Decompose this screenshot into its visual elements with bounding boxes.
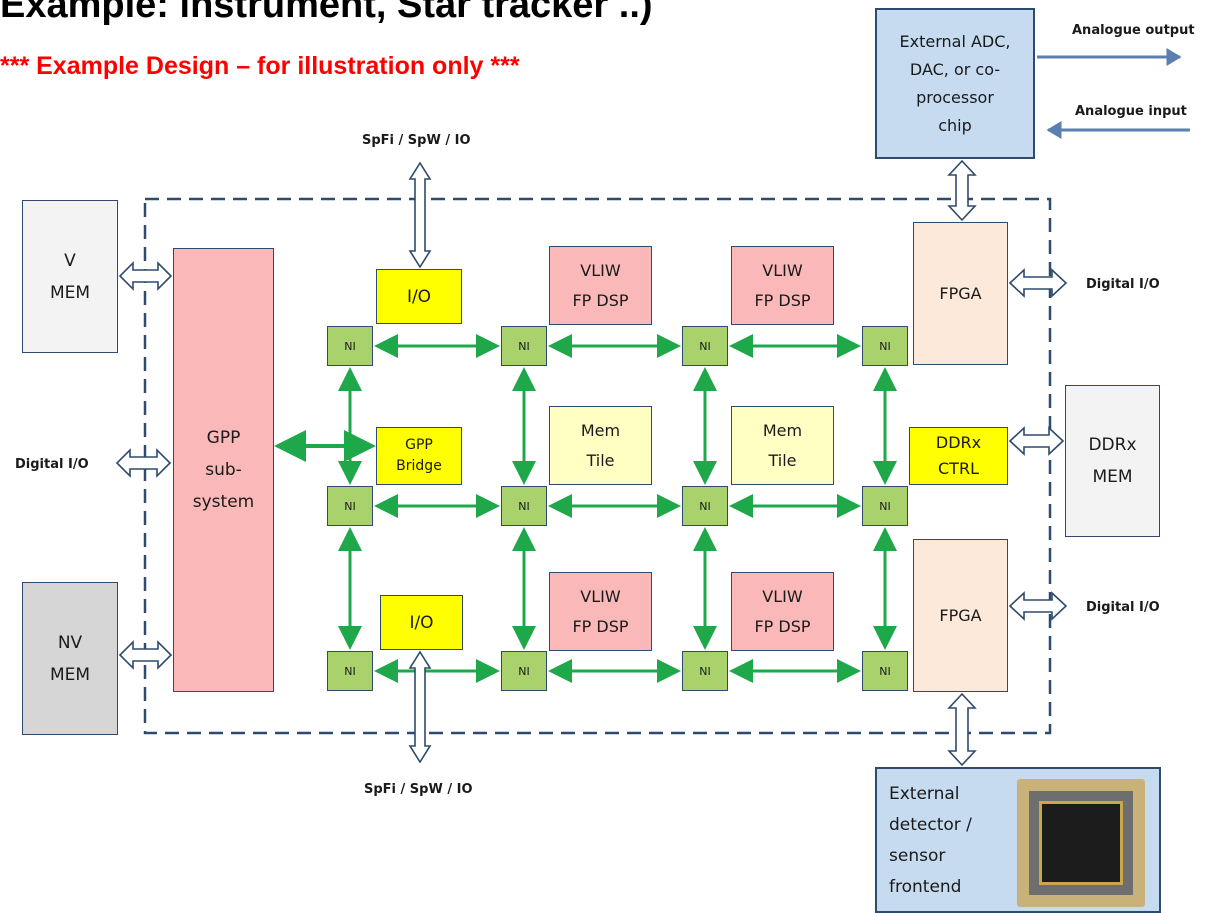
digital-io-left-arrow: [117, 450, 170, 476]
ddrx-ctrl-label: DDRx CTRL: [936, 430, 981, 482]
mem-tile-2: Mem Tile: [731, 406, 834, 485]
vliw-dsp-3: VLIW FP DSP: [549, 572, 652, 651]
fpga-bottom-io-arrow: [1010, 593, 1066, 619]
ni-router-r1c3: NI: [682, 326, 728, 366]
ni-router-r3c1: NI: [327, 651, 373, 691]
analogue-input-label: Analogue input: [1075, 104, 1187, 119]
io-block-top: I/O: [376, 269, 462, 324]
fpga-bottom-block: FPGA: [913, 539, 1008, 692]
gpp-subsystem-label: GPP sub- system: [193, 422, 254, 518]
io-bottom-label: I/O: [409, 613, 433, 633]
v-mem-label: V MEM: [50, 245, 90, 309]
spfi-bottom-arrow: [410, 652, 430, 762]
fpga-top-io-arrow: [1010, 270, 1066, 296]
ddrx-arrow: [1010, 428, 1063, 454]
ni-router-r2c3: NI: [682, 486, 728, 526]
vliw-dsp-2: VLIW FP DSP: [731, 246, 834, 325]
io-top-label: I/O: [407, 287, 431, 307]
v-mem-block: V MEM: [22, 200, 118, 353]
ni-router-r1c1: NI: [327, 326, 373, 366]
vliw-4-label: VLIW FP DSP: [754, 582, 810, 642]
fpga-top-label: FPGA: [939, 284, 981, 303]
external-adc-label: External ADC, DAC, or co- processor chip: [900, 28, 1011, 140]
ni-router-r3c4: NI: [862, 651, 908, 691]
digital-io-right-top-label: Digital I/O: [1086, 277, 1160, 292]
gpp-bridge-label: GPP Bridge: [396, 435, 442, 477]
fpga-top-block: FPGA: [913, 222, 1008, 365]
ddrx-mem-label: DDRx MEM: [1088, 429, 1136, 493]
vliw-dsp-4: VLIW FP DSP: [731, 572, 834, 651]
nv-mem-label: NV MEM: [50, 627, 90, 691]
ddrx-mem-block: DDRx MEM: [1065, 385, 1160, 537]
mem-tile-2-label: Mem Tile: [763, 416, 802, 476]
fpga-bottom-label: FPGA: [939, 606, 981, 625]
ddrx-ctrl-block: DDRx CTRL: [909, 427, 1008, 485]
ni-router-r2c1: NI: [327, 486, 373, 526]
gpp-bridge-block: GPP Bridge: [376, 427, 462, 485]
io-block-bottom: I/O: [380, 595, 463, 650]
ni-router-r3c2: NI: [501, 651, 547, 691]
page-title: Example: instrument, Star tracker ..): [0, 0, 653, 27]
vliw-2-label: VLIW FP DSP: [754, 256, 810, 316]
adc-fpga-arrow: [949, 161, 975, 220]
detector-fpga-arrow: [949, 694, 975, 765]
v-mem-arrow: [120, 263, 171, 289]
ni-router-r2c4: NI: [862, 486, 908, 526]
digital-io-right-bottom-label: Digital I/O: [1086, 600, 1160, 615]
spfi-bottom-label: SpFi / SpW / IO: [364, 782, 473, 797]
ni-router-r2c2: NI: [501, 486, 547, 526]
page-subtitle: *** Example Design – for illustration on…: [0, 52, 520, 81]
ni-router-r1c4: NI: [862, 326, 908, 366]
ni-router-r3c3: NI: [682, 651, 728, 691]
mem-tile-1-label: Mem Tile: [581, 416, 620, 476]
digital-io-left-label: Digital I/O: [15, 457, 89, 472]
gpp-subsystem-block: GPP sub- system: [173, 248, 274, 692]
nv-mem-block: NV MEM: [22, 582, 118, 735]
mem-tile-1: Mem Tile: [549, 406, 652, 485]
analogue-output-label: Analogue output: [1072, 23, 1195, 38]
vliw-1-label: VLIW FP DSP: [572, 256, 628, 316]
spfi-top-arrow: [410, 163, 430, 267]
spfi-top-label: SpFi / SpW / IO: [362, 133, 471, 148]
vliw-dsp-1: VLIW FP DSP: [549, 246, 652, 325]
vliw-3-label: VLIW FP DSP: [572, 582, 628, 642]
sensor-chip-icon: [1017, 779, 1145, 907]
external-adc-block: External ADC, DAC, or co- processor chip: [875, 8, 1035, 159]
ni-router-r1c2: NI: [501, 326, 547, 366]
